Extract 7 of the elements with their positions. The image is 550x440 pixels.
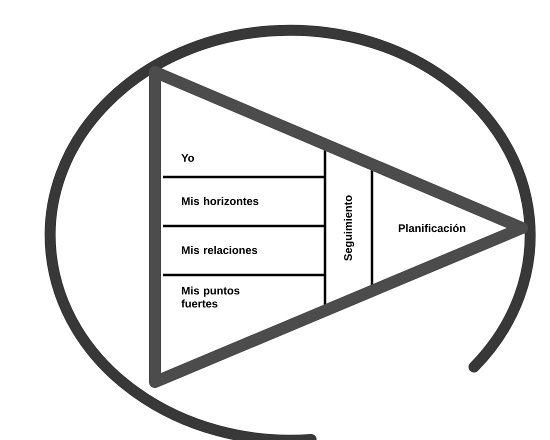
- row-label: Mis relaciones: [182, 246, 258, 254]
- column-label: Seguimiento: [344, 195, 354, 261]
- row-label: Mis puntos fuertes: [181, 286, 240, 308]
- row-label: Mis horizontes: [182, 196, 258, 206]
- triangle-shape: [149, 66, 528, 388]
- row-label: Yo: [181, 154, 194, 162]
- column-label: Planificación: [398, 224, 466, 232]
